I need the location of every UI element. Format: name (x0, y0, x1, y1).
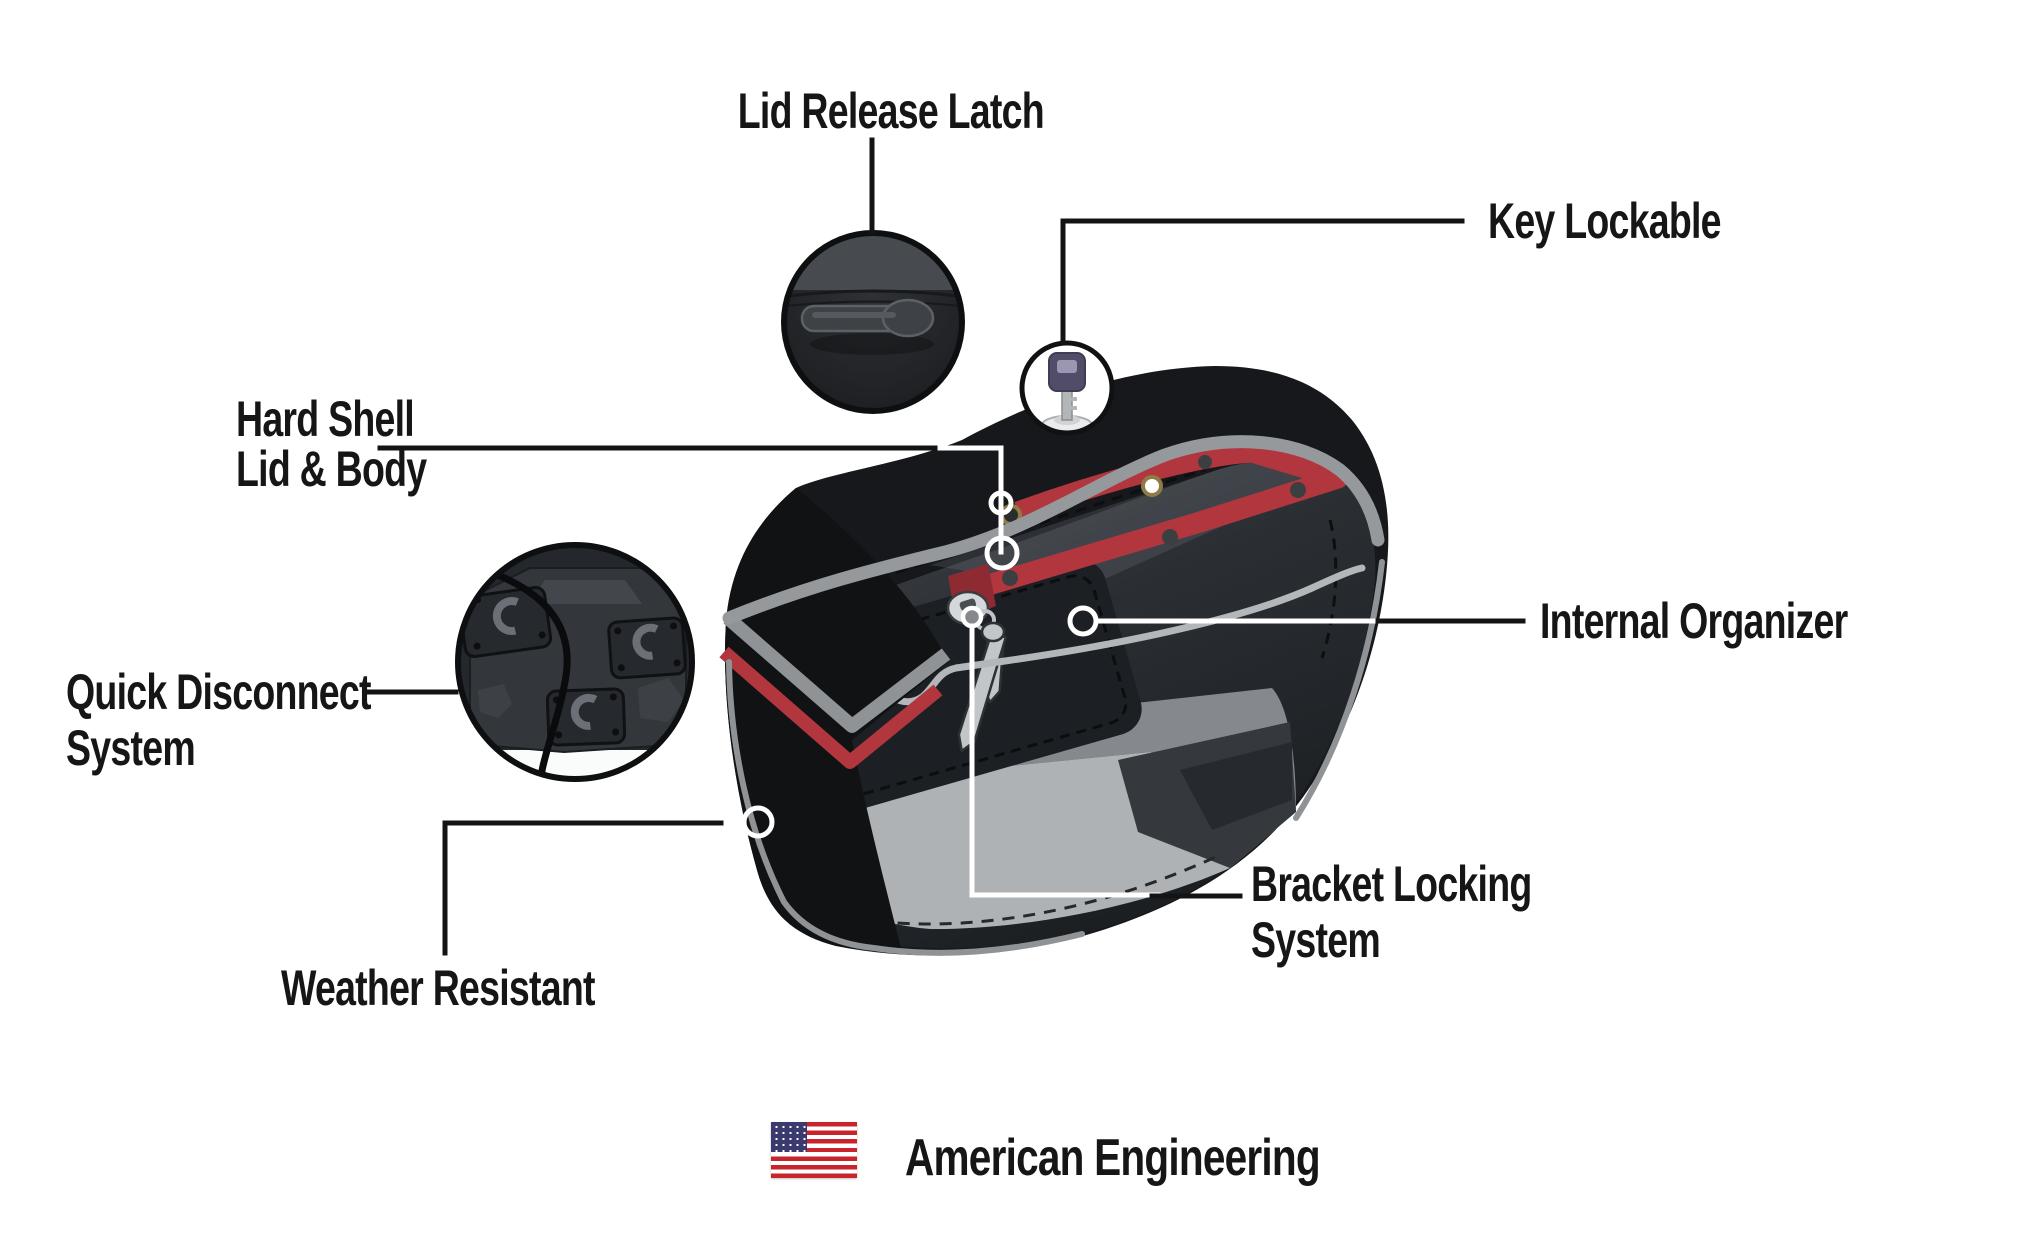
quick-disconnect-inset (455, 542, 695, 814)
marker-body-ring (984, 535, 1020, 571)
callout-quick-disconnect-line1: Quick Disconnect (66, 664, 372, 720)
callout-bracket-locking: Bracket Locking System (1251, 856, 1532, 968)
callout-bracket-locking-line2: System (1251, 912, 1381, 968)
leader-lines (365, 137, 1526, 956)
marker-bracket-dot (960, 605, 984, 629)
callout-lid-release-latch: Lid Release Latch (737, 83, 1045, 139)
callout-hard-shell-line2: Lid & Body (236, 441, 427, 497)
callout-weather-resistant: Weather Resistant (281, 960, 595, 1016)
key-icon (1041, 352, 1093, 433)
leader-hard-shell-white (937, 445, 1004, 555)
key-lockable-inset (1019, 340, 1115, 436)
marker-lid-ring (988, 490, 1014, 516)
stitch-right (1320, 519, 1338, 659)
callout-hard-shell: Hard Shell Lid & Body (236, 391, 427, 497)
callout-hard-shell-line1: Hard Shell (236, 391, 415, 447)
flap-gray-trim (723, 612, 951, 733)
callout-internal-organizer: Internal Organizer (1540, 593, 1848, 649)
saddlebag-body (719, 366, 1389, 956)
footer-american-engineering: American Engineering (905, 1129, 1321, 1187)
callout-bracket-locking-line1: Bracket Locking (1251, 856, 1532, 912)
lid-piping (722, 435, 1385, 625)
us-flag-canton (771, 1122, 807, 1152)
interior-darker-patch (1180, 742, 1292, 830)
qd-bracket-plates (458, 585, 687, 747)
callout-key-lockable: Key Lockable (1488, 193, 1722, 249)
latch-handle (800, 298, 935, 338)
leader-bracket-white (969, 623, 1161, 898)
callout-quick-disconnect: Quick Disconnect System (66, 664, 372, 776)
callout-quick-disconnect-line2: System (66, 720, 196, 776)
lid-latch-inset (781, 230, 965, 414)
marker-organizer-ring (1067, 605, 1099, 637)
qd-cord-paddle (551, 785, 593, 814)
flap-red-trim (719, 646, 943, 769)
marker-weather-ring (741, 805, 775, 839)
leader-key-lockable (1060, 218, 1465, 344)
us-flag-icon (771, 1122, 857, 1178)
leader-weather-black (442, 820, 734, 956)
interior-wall (752, 688, 1296, 846)
panel-sheen (930, 461, 1330, 590)
bottom-piping (726, 659, 1085, 956)
organizer-edge-line-right (1293, 559, 1385, 821)
